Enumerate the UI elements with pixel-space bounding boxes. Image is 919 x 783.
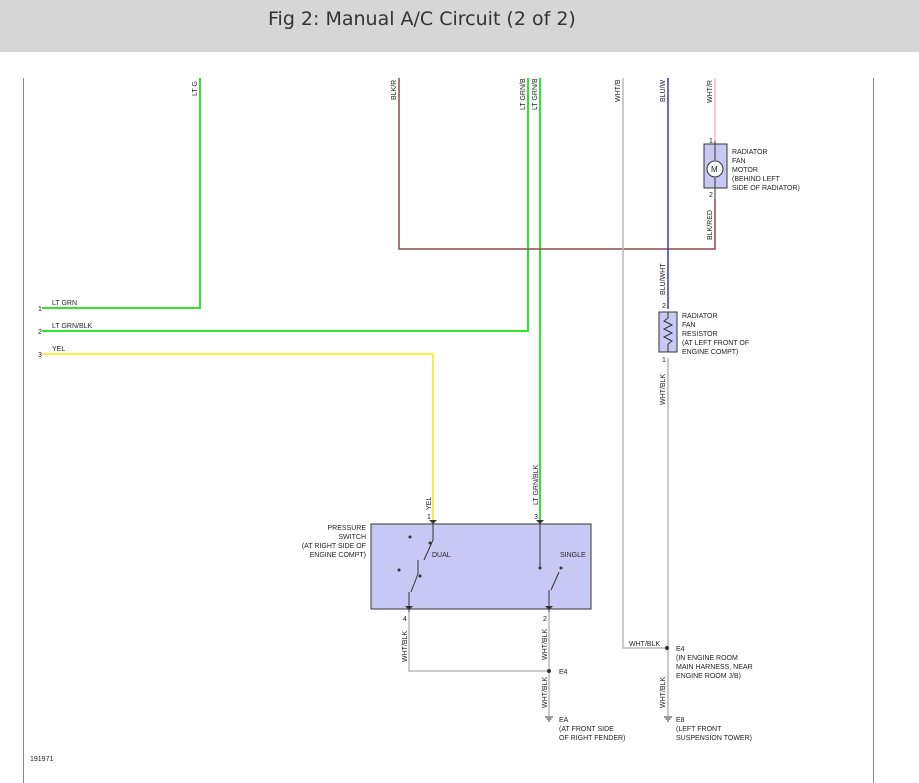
motor-desc-line-1: RADIATOR xyxy=(732,149,768,156)
motor-desc-line-2: FAN xyxy=(732,158,746,165)
switch-desc-line-1: PRESSURE xyxy=(327,525,366,532)
connector-3-label: YEL xyxy=(52,346,65,353)
e4-right-desc-1: (IN ENGINE ROOM xyxy=(676,655,738,662)
wire-yel xyxy=(42,353,434,520)
label-blk-red: BLK/RED xyxy=(707,210,714,240)
label-blu-wht: BLU/WHT xyxy=(660,263,667,295)
label-single-out-wht-blk: WHT/BLK xyxy=(542,629,549,660)
resistor-pin-top: 2 xyxy=(662,303,666,310)
label-top-blu-w: BLU/W xyxy=(660,79,667,102)
splice-e4-left-label: E4 xyxy=(559,669,568,676)
label-e4-wht-blk: WHT/BLK xyxy=(542,677,549,708)
splice-e4-left xyxy=(547,669,551,673)
switch-pin-lt-grn: 3 xyxy=(534,514,538,521)
motor-pin-top: 1 xyxy=(709,138,713,145)
resistor-desc-line-4: (AT LEFT FRONT OF xyxy=(682,340,749,347)
resistor-desc-line-5: ENGINE COMPT) xyxy=(682,349,738,356)
label-top-lt-grn-b-1: LT GRN/B xyxy=(520,78,527,110)
resistor-pin-bottom: 1 xyxy=(662,357,666,364)
resistor-desc-line-3: RESISTOR xyxy=(682,331,718,338)
resistor-desc-line-1: RADIATOR xyxy=(682,313,718,320)
header-bar: Fig 2: Manual A/C Circuit (2 of 2) xyxy=(0,0,919,52)
label-resistor-wht-blk: WHT/BLK xyxy=(660,374,667,405)
label-e8-wht-blk: WHT/BLK xyxy=(660,677,667,708)
wire-dual-output xyxy=(408,612,549,672)
switch-pin-single-out: 2 xyxy=(543,616,547,623)
switch-desc-line-3: (AT RIGHT SIDE OF xyxy=(302,543,366,550)
switch-dual-label: DUAL xyxy=(432,552,451,559)
connector-3-pin: 3 xyxy=(38,352,42,359)
label-lt-grn-blk-vertical: LT GRN/BLK xyxy=(533,464,540,505)
ground-e8-id: E8 xyxy=(676,717,685,724)
pressure-switch: 1 3 4 2 DUAL SINGLE xyxy=(370,514,592,623)
e4-right-desc-3: ENGINE ROOM J/B) xyxy=(676,673,741,680)
wire-blk-r xyxy=(398,78,716,250)
label-top-blk-r: BLK/R xyxy=(391,80,398,100)
connector-2-pin: 2 xyxy=(38,329,42,336)
diagram-frame xyxy=(23,78,874,783)
connector-1-pin: 1 xyxy=(38,306,42,313)
label-yel-vertical: YEL xyxy=(426,497,433,510)
label-dual-out-wht-blk: WHT/BLK xyxy=(402,631,409,662)
ground-e8-icon xyxy=(664,716,672,722)
page-title: Fig 2: Manual A/C Circuit (2 of 2) xyxy=(268,8,576,30)
wire-wht-b xyxy=(622,78,667,649)
motor-desc-line-3: MOTOR xyxy=(732,167,758,174)
ground-e8-desc-1: (LEFT FRONT xyxy=(676,726,722,733)
ground-ea-desc-2: OF RIGHT FENDER) xyxy=(559,735,625,742)
motor-pin-bottom: 2 xyxy=(709,192,713,199)
motor-desc-line-4: (BEHIND LEFT xyxy=(732,176,781,183)
switch-pin-dual-out: 4 xyxy=(403,616,407,623)
resistor-desc-line-2: FAN xyxy=(682,322,696,329)
figure-id: 191971 xyxy=(30,756,53,763)
label-e4-right-wht-blk: WHT/BLK xyxy=(629,641,660,648)
wire-lt-grn-blk-1 xyxy=(42,78,529,332)
ground-ea-icon xyxy=(545,716,553,722)
motor-symbol: M xyxy=(711,165,718,174)
label-top-wht-b: WHT/B xyxy=(615,79,622,102)
switch-pin-yel: 1 xyxy=(427,514,431,521)
radiator-fan-resistor: 2 1 xyxy=(658,303,678,364)
motor-desc-line-5: SIDE OF RADIATOR) xyxy=(732,185,800,192)
wire-lt-grn xyxy=(42,78,201,309)
connector-2-label: LT GRN/BLK xyxy=(52,323,93,330)
e4-right-id: E4 xyxy=(676,646,685,653)
label-top-lt-grn-b-2: LT GRN/B xyxy=(532,78,539,110)
ground-e8-desc-2: SUSPENSION TOWER) xyxy=(676,735,752,742)
label-top-wht-r: WHT/R xyxy=(707,80,714,103)
e4-right-desc-2: MAIN HARNESS, NEAR xyxy=(676,664,753,671)
connector-1-label: LT GRN xyxy=(52,300,77,307)
radiator-fan-motor: M 1 2 xyxy=(703,138,728,199)
switch-desc-line-4: ENGINE COMPT) xyxy=(310,552,366,559)
label-top-lt-g: LT G xyxy=(192,81,199,96)
switch-desc-line-2: SWITCH xyxy=(338,534,366,541)
splice-e4-right xyxy=(665,646,669,650)
ground-ea-desc-1: (AT FRONT SIDE xyxy=(559,726,614,733)
switch-single-label: SINGLE xyxy=(560,552,586,559)
ground-ea-id: EA xyxy=(559,717,569,724)
